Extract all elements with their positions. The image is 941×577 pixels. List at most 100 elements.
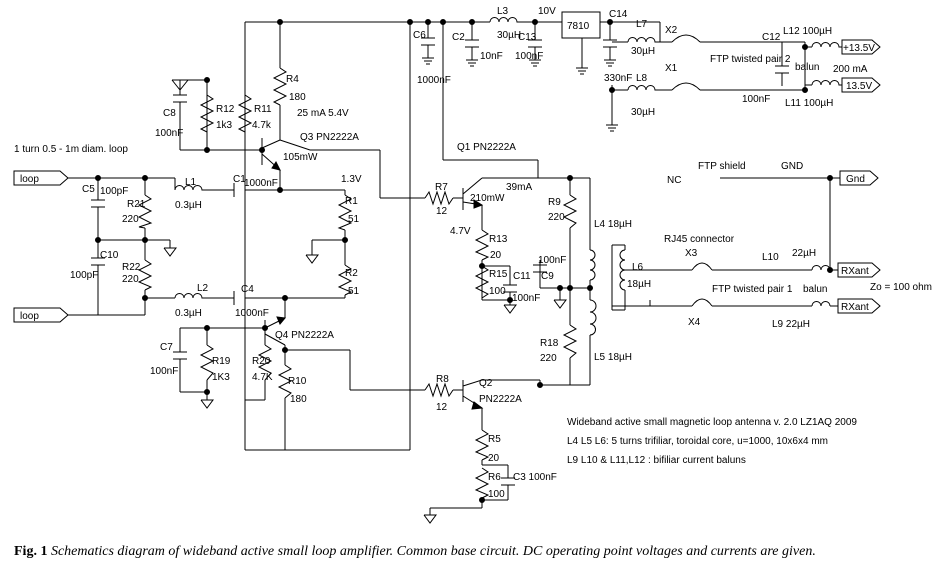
resistor-r7	[424, 190, 454, 206]
resistor-r19	[199, 344, 215, 381]
label-r6: R6	[488, 472, 501, 483]
component-labels: L3 30µH 10V 7810 C14 330nF C6 1000nF C2 …	[14, 6, 932, 500]
label-l1: L1	[185, 177, 197, 188]
ground-icon	[466, 59, 478, 67]
inductor-l9	[811, 301, 831, 307]
label-c2-value: 10nF	[480, 51, 503, 62]
label-l3-value: 30µH	[497, 30, 521, 41]
label-210mw: 210mW	[470, 193, 505, 204]
inductor-l2	[174, 293, 204, 299]
label-l9: L9 22µH	[772, 319, 810, 330]
label-c10: C10	[100, 250, 119, 261]
ground-icon	[422, 57, 434, 65]
figure-caption-text: Schematics diagram of wideband active sm…	[50, 544, 816, 559]
label-r12-value: 1k3	[216, 120, 233, 131]
resistor-r13	[474, 229, 490, 261]
ports: loop loop Gnd RXant RXant +13.5V 13.5V	[13, 39, 881, 323]
label-c14: C14	[609, 9, 628, 20]
label-r2-value: 51	[348, 286, 360, 297]
label-c10-value: 100pF	[70, 270, 98, 281]
resistor-r4	[272, 67, 288, 106]
resistor-r21	[137, 194, 153, 229]
label-r4: R4	[286, 74, 299, 85]
connector-x4	[691, 298, 713, 307]
label-c12: C12	[762, 32, 781, 43]
label-r13-value: 20	[490, 250, 502, 261]
label-r21-value: 220	[122, 214, 139, 225]
inductor-l12	[811, 42, 840, 48]
capacitor-c3	[501, 477, 515, 486]
connector-x2	[671, 34, 701, 43]
resistor-r22	[137, 259, 153, 291]
label-r7: R7	[435, 182, 448, 193]
capacitor-c9	[533, 264, 547, 288]
label-r19-value: 1K3	[212, 372, 230, 383]
resistor-r11	[237, 94, 253, 133]
resistor-r6	[474, 467, 490, 499]
label-r13: R13	[489, 234, 508, 245]
label-c1: C1	[233, 174, 246, 185]
label-c2: C2	[452, 32, 465, 43]
inductors	[174, 17, 840, 336]
label-r20: R20	[252, 356, 271, 367]
transistor-q4	[264, 316, 286, 346]
label-c5: C5	[82, 184, 95, 195]
label-25ma: 25 mA 5.4V	[297, 108, 349, 119]
transistor-q2	[462, 379, 484, 410]
resistors	[137, 67, 578, 499]
label-ftp2: FTP twisted pair 2	[710, 54, 791, 65]
capacitor-c1	[233, 183, 246, 197]
transistor-q3	[261, 139, 311, 171]
inductor-l4	[589, 249, 596, 281]
label-rj45: RJ45 connector	[664, 234, 735, 245]
port-rxant-1: RXant	[841, 266, 869, 277]
label-l2-value: 0.3µH	[175, 308, 202, 319]
label-r11: R11	[254, 104, 272, 115]
resistor-r5	[474, 429, 490, 461]
ground-icon	[529, 59, 541, 67]
label-c9: C9	[541, 271, 554, 282]
inductor-l3	[489, 17, 525, 23]
label-r11-value: 4.7k	[252, 120, 272, 131]
label-l1-value: 0.3µH	[175, 200, 202, 211]
ground-icon	[503, 304, 517, 314]
resistor-r20	[257, 344, 273, 381]
label-r15: R15	[489, 269, 508, 280]
label-c14-value: 330nF	[604, 73, 632, 84]
label-r8: R8	[436, 374, 449, 385]
inductor-l5	[589, 299, 597, 336]
ground-icon	[200, 399, 214, 409]
capacitor-c13	[528, 39, 542, 48]
label-l10-value: 22µH	[792, 248, 816, 259]
figure-caption: Fig. 1 Schematics diagram of wideband ac…	[14, 544, 934, 560]
label-l12: L12 100µH	[783, 26, 832, 37]
connector-x3	[691, 262, 713, 271]
label-c8-value: 100nF	[155, 128, 183, 139]
resistor-r10	[277, 364, 293, 399]
label-q3: Q3 PN2222A	[300, 132, 359, 143]
label-39ma: 39mA	[506, 182, 532, 193]
label-7810: 7810	[567, 21, 590, 32]
label-c11: C11	[513, 271, 531, 282]
ground-icon	[553, 299, 567, 309]
connectors	[671, 34, 713, 307]
label-l10: L10	[762, 252, 779, 263]
capacitor-c2	[465, 39, 479, 48]
label-r1-value: 51	[348, 214, 360, 225]
label-c7: C7	[160, 342, 173, 353]
label-r10-value: 180	[290, 394, 307, 405]
port-minus-13-5v: 13.5V	[846, 81, 872, 92]
capacitor-c14	[603, 39, 617, 48]
label-c5-value: 100pF	[100, 186, 128, 197]
ground-icon	[171, 79, 190, 91]
capacitors	[91, 37, 789, 486]
label-r8-value: 12	[436, 402, 448, 413]
label-r21: R21	[127, 199, 146, 210]
label-l4: L4 18µH	[594, 219, 632, 230]
label-l11: L11 100µH	[785, 98, 833, 109]
capacitor-c5	[91, 199, 105, 208]
label-c3: C3 100nF	[513, 472, 557, 483]
label-balun-top: balun	[795, 62, 819, 73]
ground-icon	[305, 254, 319, 264]
